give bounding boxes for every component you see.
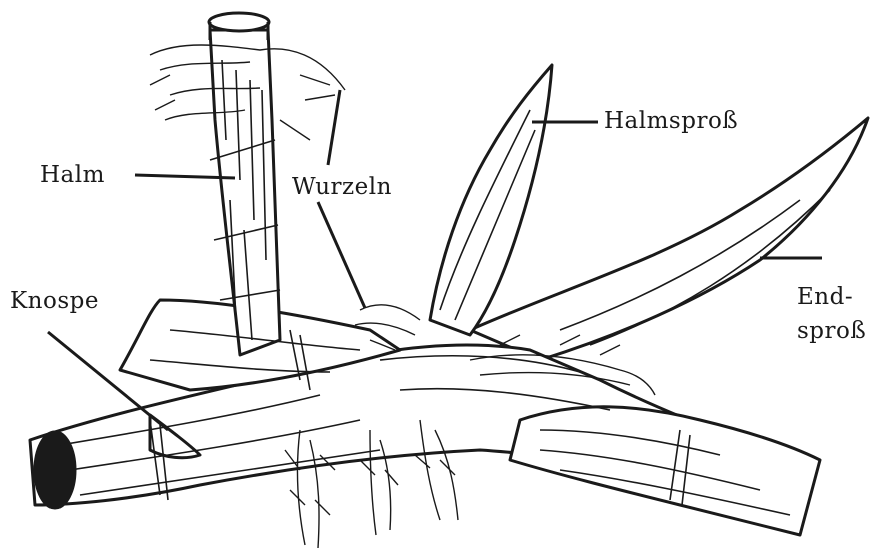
- culm-top-opening: [209, 13, 269, 31]
- label-knospe: Knospe: [10, 290, 99, 313]
- right-rhizome-segment: [510, 407, 820, 535]
- label-endspross-line2: sproß: [797, 314, 866, 348]
- label-halm: Halm: [40, 164, 105, 187]
- culm-shoot: [430, 65, 552, 335]
- label-endspross-line1: End-: [797, 280, 866, 314]
- label-wurzeln: Wurzeln: [292, 176, 392, 199]
- label-halmspross: Halmsproß: [604, 110, 738, 133]
- wurzeln-leader: [318, 202, 365, 308]
- wurzeln-leader-upper: [328, 90, 340, 165]
- label-endspross: End- sproß: [797, 280, 866, 348]
